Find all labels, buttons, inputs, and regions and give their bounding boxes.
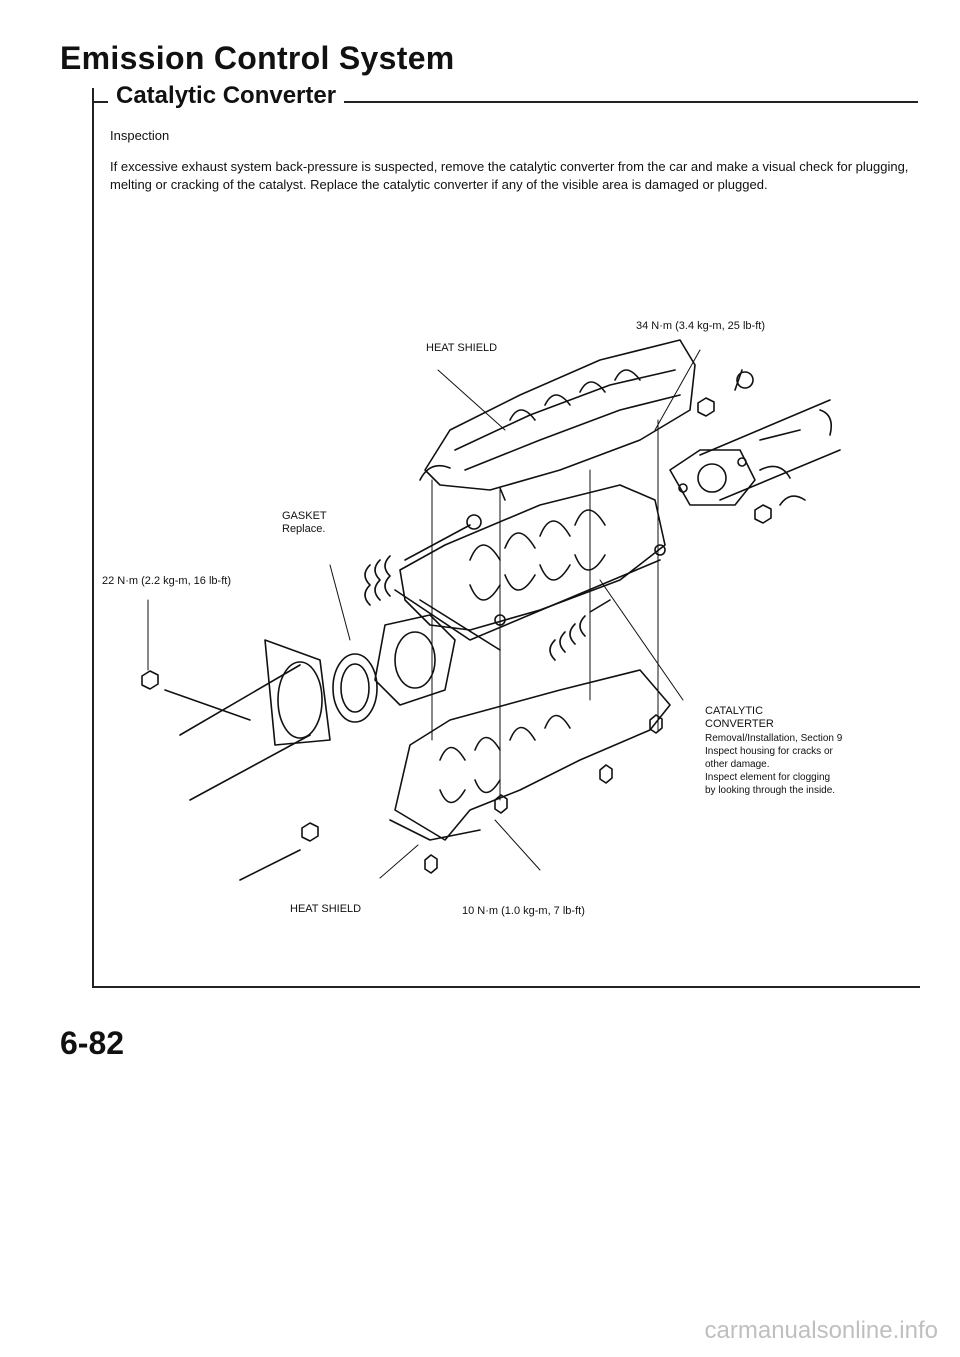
torque-spec-bottom: 10 N·m (1.0 kg-m, 7 lb-ft) (462, 905, 585, 917)
converter-note: other damage. (705, 759, 770, 770)
gasket-replace-note: Replace. (282, 523, 326, 535)
nuts (141, 397, 772, 874)
catalytic-converter-label: CATALYTIC (705, 705, 764, 717)
converter-note: Removal/Installation, Section 9 (705, 733, 843, 744)
spring-bolt-left (364, 514, 482, 606)
spring-bolt-right (549, 599, 611, 661)
front-flange (669, 449, 756, 506)
section-title: Catalytic Converter (108, 82, 345, 110)
section-frame (92, 88, 920, 988)
page-number: 6-82 (60, 1025, 125, 1061)
torque-spec-left: 22 N·m (2.2 kg-m, 16 lb-ft) (102, 575, 231, 587)
converter-note: Inspect element for clogging (705, 772, 831, 783)
inspection-heading: Inspection (110, 128, 170, 143)
converter-note: Inspect housing for cracks or (705, 746, 833, 757)
catalytic-converter-label-2: CONVERTER (705, 718, 774, 730)
heat-shield-top-label: HEAT SHIELD (426, 342, 498, 354)
page-title: Emission Control System (60, 40, 455, 76)
rear-exhaust-pipe (164, 639, 331, 881)
front-exhaust-pipe (699, 369, 841, 506)
inspection-paragraph: If excessive exhaust system back-pressur… (110, 159, 909, 192)
converter-note: by looking through the inside. (705, 785, 836, 796)
gasket (332, 614, 456, 723)
gasket-label: GASKET (282, 510, 327, 522)
section-divider (92, 101, 918, 103)
upper-heat-shield (419, 339, 696, 501)
heat-shield-bottom-label: HEAT SHIELD (290, 903, 362, 915)
watermark: carmanualsonline.info (704, 1317, 938, 1344)
torque-spec-top: 34 N·m (3.4 kg-m, 25 lb-ft) (636, 320, 765, 332)
catalytic-converter-body (394, 484, 666, 651)
